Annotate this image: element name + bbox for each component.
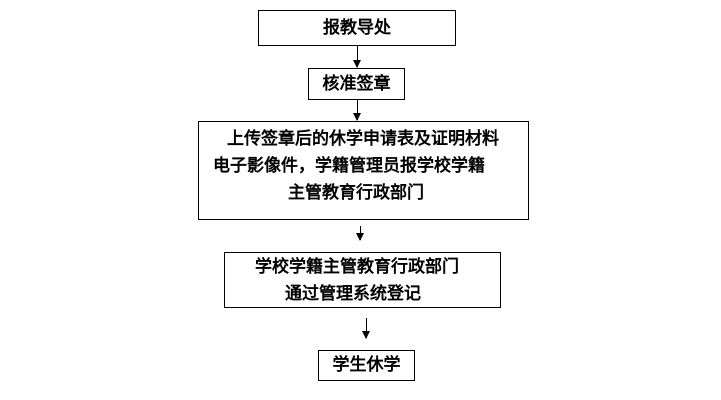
step-label: 学生休学 xyxy=(332,355,401,375)
step-label: 核准签章 xyxy=(322,73,391,94)
step-upload-documents: 上传签章后的休学申请表及证明材料 电子影像件，学籍管理员报学校学籍 主管教育行政… xyxy=(198,121,529,220)
step-student-suspension: 学生休学 xyxy=(318,350,415,381)
step-approve-seal: 核准签章 xyxy=(308,68,405,100)
arrow-down xyxy=(353,100,361,121)
step-line: 上传签章后的休学申请表及证明材料 xyxy=(227,129,499,149)
arrow-down xyxy=(353,46,361,68)
step-system-registration: 学校学籍主管教育行政部门 通过管理系统登记 xyxy=(224,252,501,308)
arrow-down xyxy=(356,226,364,241)
step-line: 通过管理系统登记 xyxy=(285,284,421,304)
step-line: 电子影像件，学籍管理员报学校学籍 xyxy=(213,156,485,176)
step-label: 报教导处 xyxy=(323,17,391,38)
step-line: 学校学籍主管教育行政部门 xyxy=(255,257,459,277)
arrow-down xyxy=(362,318,370,339)
step-line: 主管教育行政部门 xyxy=(288,183,424,203)
step-report-academic-office: 报教导处 xyxy=(258,10,456,46)
